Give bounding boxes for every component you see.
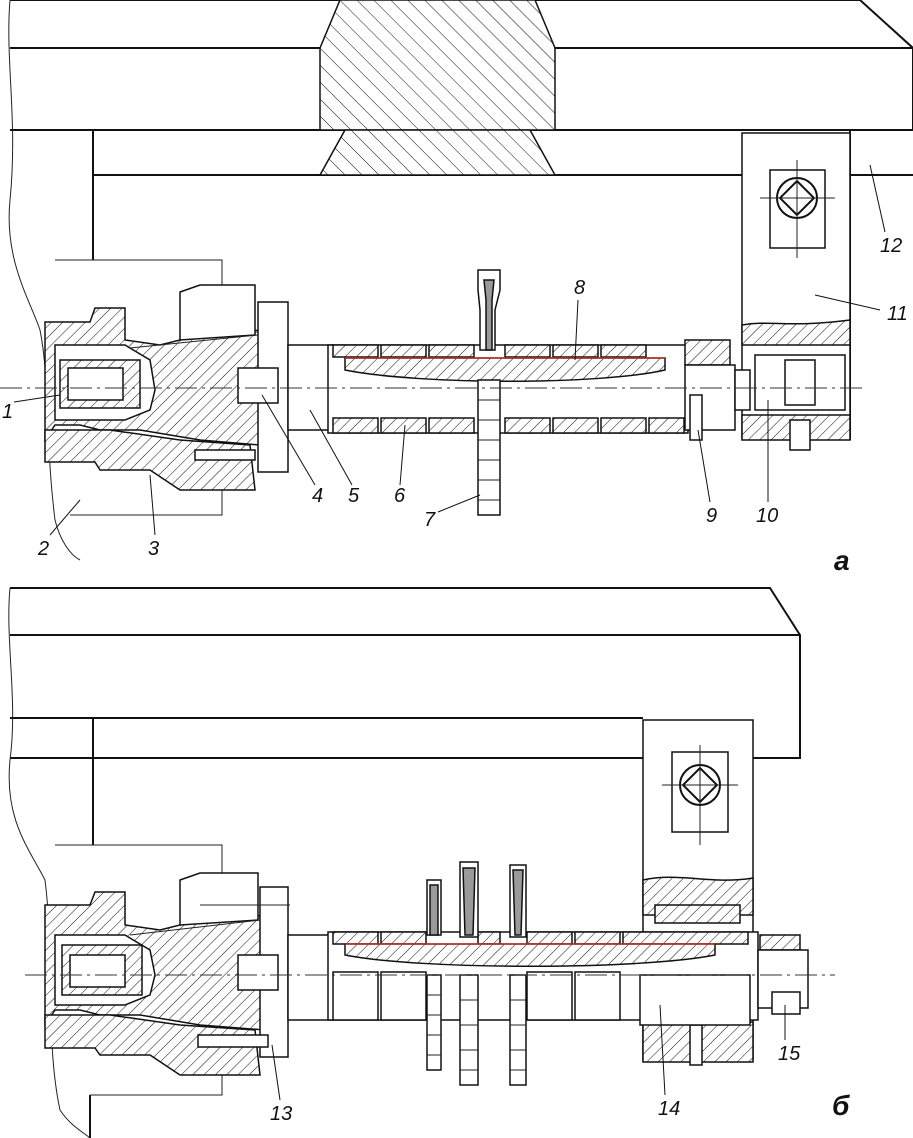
view-label-a: а <box>834 545 850 576</box>
label-8: 8 <box>574 277 585 299</box>
cutters-b <box>426 861 527 1086</box>
label-1: 1 <box>2 401 13 423</box>
label-3: 3 <box>148 538 159 560</box>
callout-labels-b: 13 14 15 б <box>270 1004 850 1125</box>
view-a: 1 2 3 4 5 6 7 8 9 10 11 12 а <box>0 0 913 576</box>
label-14: 14 <box>658 1098 680 1120</box>
label-5: 5 <box>348 485 360 507</box>
label-9: 9 <box>706 505 717 527</box>
spacer-rings-b <box>332 931 749 1021</box>
view-b: 13 14 15 б <box>8 587 850 1138</box>
label-11: 11 <box>887 303 908 325</box>
spacer-rings-a <box>332 344 685 434</box>
label-7: 7 <box>424 509 436 531</box>
label-13: 13 <box>270 1103 292 1125</box>
label-12: 12 <box>880 235 902 257</box>
label-6: 6 <box>394 485 406 507</box>
label-4: 4 <box>312 485 323 507</box>
label-2: 2 <box>37 538 49 560</box>
callout-labels-a: 1 2 3 4 5 6 7 8 9 10 11 12 а <box>2 164 908 576</box>
view-label-b: б <box>832 1090 850 1121</box>
label-10: 10 <box>756 505 778 527</box>
label-15: 15 <box>778 1043 801 1065</box>
